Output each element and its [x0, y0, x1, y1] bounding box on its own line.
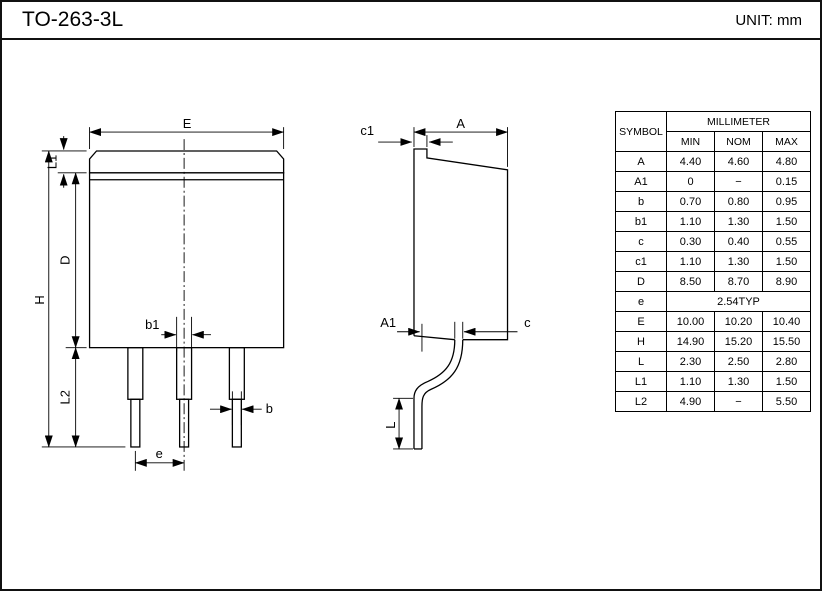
symbol-cell: e — [615, 291, 667, 312]
nom-cell: − — [714, 171, 763, 192]
dim-label-c: c — [524, 315, 531, 330]
dim-label-b: b — [266, 401, 273, 416]
symbol-cell: L1 — [615, 371, 667, 392]
table-row: L 2.30 2.50 2.80 — [615, 351, 811, 372]
table-row: L1 1.10 1.30 1.50 — [615, 371, 811, 392]
symbol-cell: c1 — [615, 251, 667, 272]
table-row-e-pitch: e 2.54TYP — [615, 291, 811, 312]
nom-cell: 4.60 — [714, 151, 763, 172]
dim-label-c1: c1 — [360, 123, 374, 138]
symbol-cell: A — [615, 151, 667, 172]
nom-cell: 1.30 — [714, 371, 763, 392]
symbol-cell: b1 — [615, 211, 667, 232]
symbol-cell: L — [615, 351, 667, 372]
dim-label-A1: A1 — [380, 315, 396, 330]
dim-label-A: A — [456, 116, 465, 131]
dim-label-L: L — [383, 422, 398, 429]
dim-label-b1: b1 — [145, 317, 159, 332]
max-header-cell: MAX — [762, 131, 811, 152]
nom-header-cell: NOM — [714, 131, 763, 152]
max-cell: 15.50 — [762, 331, 811, 352]
dim-label-L2: L2 — [58, 390, 73, 404]
symbol-cell: L2 — [615, 391, 667, 412]
nom-cell: 2.50 — [714, 351, 763, 372]
min-cell: 0.70 — [666, 191, 715, 212]
table-row: D 8.50 8.70 8.90 — [615, 271, 811, 292]
min-header-cell: MIN — [666, 131, 715, 152]
table-subheader-row: MIN NOM MAX — [616, 131, 811, 152]
max-cell: 8.90 — [762, 271, 811, 292]
max-cell: 1.50 — [762, 251, 811, 272]
min-cell: 1.10 — [666, 251, 715, 272]
min-cell: 4.40 — [666, 151, 715, 172]
table-row: A1 0 − 0.15 — [615, 171, 811, 192]
nom-cell: 1.30 — [714, 211, 763, 232]
symbol-cell: E — [615, 311, 667, 332]
table-row: c1 1.10 1.30 1.50 — [615, 251, 811, 272]
max-cell: 0.15 — [762, 171, 811, 192]
millimeter-header-cell: MILLIMETER — [666, 111, 811, 132]
max-cell: 10.40 — [762, 311, 811, 332]
dim-label-H: H — [32, 295, 47, 304]
unit-label: UNIT: mm — [735, 11, 802, 29]
dim-label-L1: L1 — [45, 155, 60, 169]
min-cell: 0 — [666, 171, 715, 192]
max-cell: 0.55 — [762, 231, 811, 252]
max-cell: 5.50 — [762, 391, 811, 412]
max-cell: 1.50 — [762, 211, 811, 232]
nom-cell: 15.20 — [714, 331, 763, 352]
typ-cell: 2.54TYP — [666, 291, 811, 312]
max-cell: 4.80 — [762, 151, 811, 172]
symbol-cell: b — [615, 191, 667, 212]
table-row: E 10.00 10.20 10.40 — [615, 311, 811, 332]
min-cell: 4.90 — [666, 391, 715, 412]
table-row: b1 1.10 1.30 1.50 — [615, 211, 811, 232]
dim-label-E: E — [183, 116, 192, 131]
min-cell: 0.30 — [666, 231, 715, 252]
package-title: TO-263-3L — [22, 8, 124, 31]
table-row: H 14.90 15.20 15.50 — [615, 331, 811, 352]
min-cell: 8.50 — [666, 271, 715, 292]
nom-cell: 10.20 — [714, 311, 763, 332]
min-cell: 10.00 — [666, 311, 715, 332]
dim-label-e: e — [156, 446, 163, 461]
dimension-table: SYMBOL MILLIMETER MIN NOM MAX A 4.40 4.6… — [615, 111, 811, 412]
min-cell: 1.10 — [666, 371, 715, 392]
front-view: E L1 D H L2 b1 b e — [32, 116, 285, 473]
max-cell: 2.80 — [762, 351, 811, 372]
side-view: A c1 A1 c L — [360, 116, 531, 450]
table-row: c 0.30 0.40 0.55 — [615, 231, 811, 252]
min-cell: 14.90 — [666, 331, 715, 352]
table-header-row: SYMBOL MILLIMETER — [615, 111, 811, 152]
symbol-cell: c — [615, 231, 667, 252]
symbol-cell: H — [615, 331, 667, 352]
nom-cell: 1.30 — [714, 251, 763, 272]
table-row: L2 4.90 − 5.50 — [615, 391, 811, 412]
nom-cell: 0.80 — [714, 191, 763, 212]
dim-label-D: D — [58, 256, 73, 265]
max-cell: 1.50 — [762, 371, 811, 392]
table-row: b 0.70 0.80 0.95 — [615, 191, 811, 212]
symbol-header-cell: SYMBOL — [615, 111, 667, 152]
title-bar: TO-263-3L UNIT: mm — [2, 2, 820, 40]
symbol-cell: A1 — [615, 171, 667, 192]
table-row: A 4.40 4.60 4.80 — [615, 151, 811, 172]
nom-cell: 8.70 — [714, 271, 763, 292]
nom-cell: − — [714, 391, 763, 412]
max-cell: 0.95 — [762, 191, 811, 212]
symbol-cell: D — [615, 271, 667, 292]
min-cell: 1.10 — [666, 211, 715, 232]
min-cell: 2.30 — [666, 351, 715, 372]
nom-cell: 0.40 — [714, 231, 763, 252]
